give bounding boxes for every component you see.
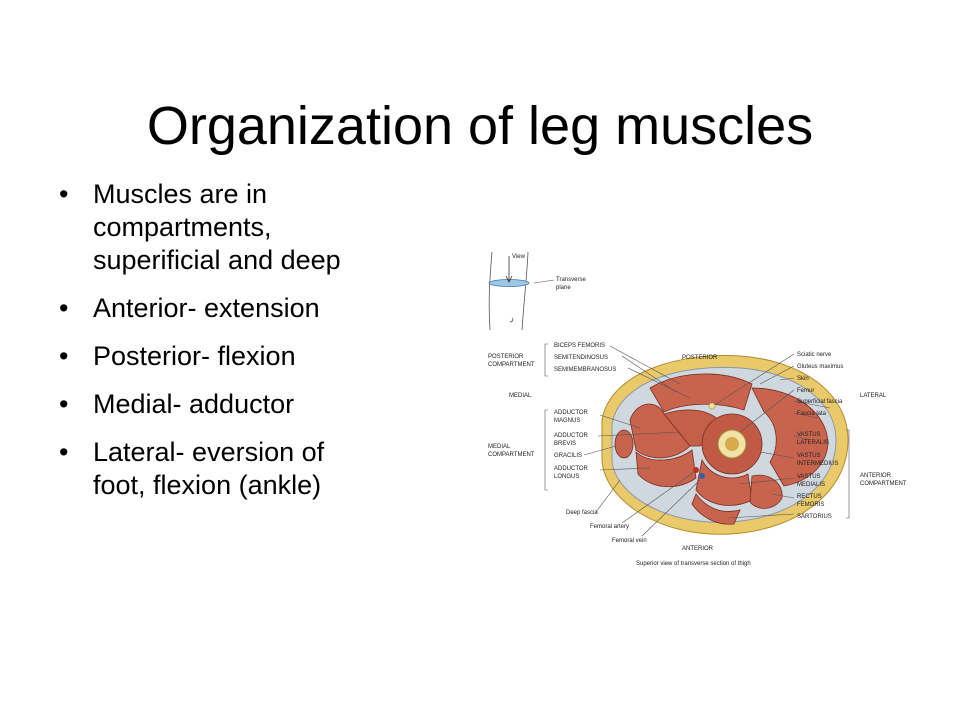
adductor-longus-muscle [635, 449, 697, 488]
bullet-dot: • [59, 389, 69, 419]
slide-title: Organization of leg muscles [146, 96, 814, 157]
inset-view-label: View [512, 254, 526, 260]
adductor-longus-label: ADDUCTOR [554, 466, 589, 472]
left-leader-lines [544, 343, 701, 537]
semitendinosus-label: SEMITENDINOSUS [554, 355, 608, 361]
bullet-text: compartments, [93, 212, 272, 242]
semimembranosus-label: SEMIMEMBRANOSUS [554, 367, 616, 373]
bullet-item: • Lateral- eversion of foot, flexion (an… [55, 436, 455, 502]
posterior-label: POSTERIOR [682, 355, 718, 361]
posterior-compartment-label: COMPARTMENT [488, 362, 535, 368]
sciatic-nerve [708, 402, 716, 410]
deep-fascia-label: Deep fascia [566, 510, 598, 516]
bullet-list: • Muscles are in compartments, superific… [55, 178, 455, 517]
femur-marrow [725, 437, 739, 451]
posterior-compartment-label: POSTERIOR [488, 354, 524, 360]
adductor-magnus-label: MAGNUS [554, 418, 580, 424]
bullet-item: • Posterior- flexion [55, 340, 455, 373]
cross-section [601, 355, 849, 535]
bullet-text: foot, flexion (ankle) [93, 470, 322, 500]
medial-compartment-label: MEDIAL [488, 444, 511, 450]
femoral-vein [699, 473, 705, 479]
rectus-femoris-label: RECTUS [797, 494, 822, 500]
vastus-intermedius-label: INTERMEDIUS [797, 461, 838, 467]
inset-plane-label: Transverse [556, 277, 586, 283]
adductor-magnus-label: ADDUCTOR [554, 410, 589, 416]
fascia-lata-label: Fascia lata [797, 411, 827, 417]
skin-label: Skin [797, 376, 809, 382]
bullet-text: superificial and deep [93, 245, 341, 275]
inset-plane-label: plane [556, 285, 571, 291]
diagram-caption: Superior view of transverse section of t… [636, 561, 751, 567]
lateral-label: LATERAL [860, 393, 887, 399]
bullet-item: • Medial- adductor [55, 388, 455, 421]
gracilis-label: GRACILIS [554, 453, 582, 459]
bullet-text: Muscles are in [93, 179, 268, 209]
bullet-dot: • [59, 437, 69, 467]
bullet-text: Lateral- eversion of [93, 437, 325, 467]
femoral-vein-label: Femoral vein [612, 538, 647, 544]
femoral-artery-label: Femoral artery [590, 524, 629, 530]
bullet-text: Anterior- extension [93, 293, 320, 323]
vastus-lateralis-label: VASTUS [797, 432, 821, 438]
femoral-artery [693, 467, 699, 473]
bullet-dot: • [59, 293, 69, 323]
adductor-longus-label: LONGUS [554, 474, 579, 480]
bullet-dot: • [59, 179, 69, 209]
vastus-lateralis-label: LATERALIS [797, 440, 829, 446]
sartorius-label: SARTORIUS [797, 514, 832, 520]
sciatic-nerve-label: Sciatic nerve [797, 352, 832, 358]
vastus-medialis-label: MEDIALIS [797, 482, 825, 488]
medial-compartment-label: COMPARTMENT [488, 452, 535, 458]
anterior-label: ANTERIOR [682, 546, 714, 552]
adductor-brevis-label: BREVIS [554, 441, 576, 447]
vastus-medialis-label: VASTUS [797, 474, 821, 480]
anterior-compartment-label: ANTERIOR [860, 473, 892, 479]
adductor-brevis-label: ADDUCTOR [554, 433, 589, 439]
gluteus-maximus-label: Gluteus maximus [797, 364, 843, 370]
bullet-text: Medial- adductor [93, 389, 295, 419]
biceps-femoris-label: BICEPS FEMORIS [554, 343, 605, 349]
anterior-compartment-label: COMPARTMENT [860, 481, 907, 487]
leg-view-inset [488, 251, 530, 331]
rectus-femoris-label: FEMORIS [797, 502, 824, 508]
right-leader-lines [715, 353, 850, 519]
bullet-item: • Muscles are in compartments, superific… [55, 178, 455, 277]
femur-label: Femur [797, 388, 814, 394]
bullet-text: Posterior- flexion [93, 341, 296, 371]
sartorius-muscle [691, 493, 741, 525]
bullet-item: • Anterior- extension [55, 292, 455, 325]
superficial-fascia-label: Superficial fascia [797, 399, 843, 405]
bullet-dot: • [59, 341, 69, 371]
vastus-lateralis-muscle [751, 387, 829, 487]
rectus-femoris-muscle [749, 474, 783, 509]
vastus-intermedius-label: VASTUS [797, 453, 821, 459]
gracilis-muscle [614, 429, 634, 459]
hamstring-muscles [649, 373, 753, 413]
medial-label: MEDIAL [509, 393, 532, 399]
